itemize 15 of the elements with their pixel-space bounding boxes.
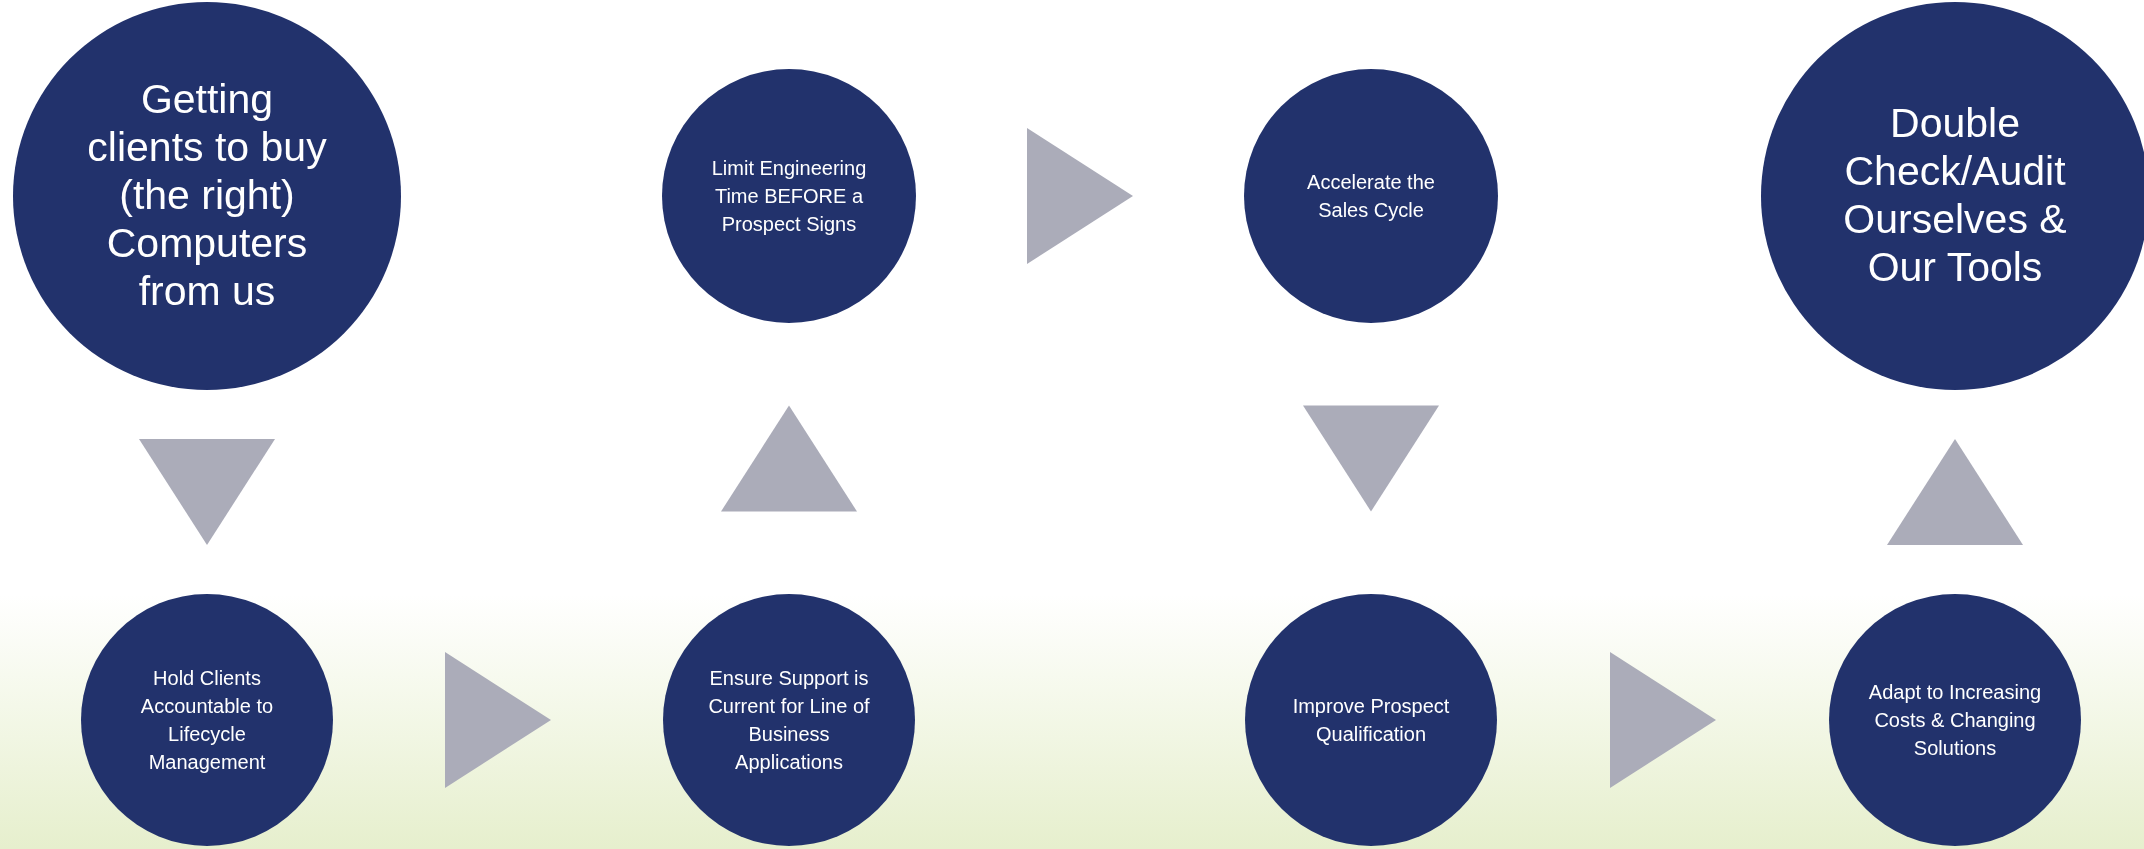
arrow <box>1303 405 1439 512</box>
arrow <box>445 652 551 788</box>
arrow <box>139 439 275 545</box>
node-label: Hold Clients Accountable to Lifecycle Management <box>139 666 275 775</box>
node-label: Getting clients to buy (the right) Computers from us <box>86 76 328 316</box>
arrow <box>721 405 857 512</box>
arrow <box>1887 439 2023 545</box>
node-label: Double Check/Audit Ourselves & Our Tools <box>1842 100 2068 292</box>
arrow <box>1027 128 1133 264</box>
node-label: Accelerate the Sales Cycle <box>1306 170 1436 223</box>
node-label: Adapt to Increasing Costs & Changing Solutions <box>1867 680 2043 761</box>
node-label: Improve Prospect Qualification <box>1291 694 1451 747</box>
arrow <box>1610 652 1716 788</box>
node-label: Limit Engineering Time BEFORE a Prospect Signs <box>710 156 868 237</box>
node-label: Ensure Support is Current for Line of Business Applications <box>707 666 871 775</box>
